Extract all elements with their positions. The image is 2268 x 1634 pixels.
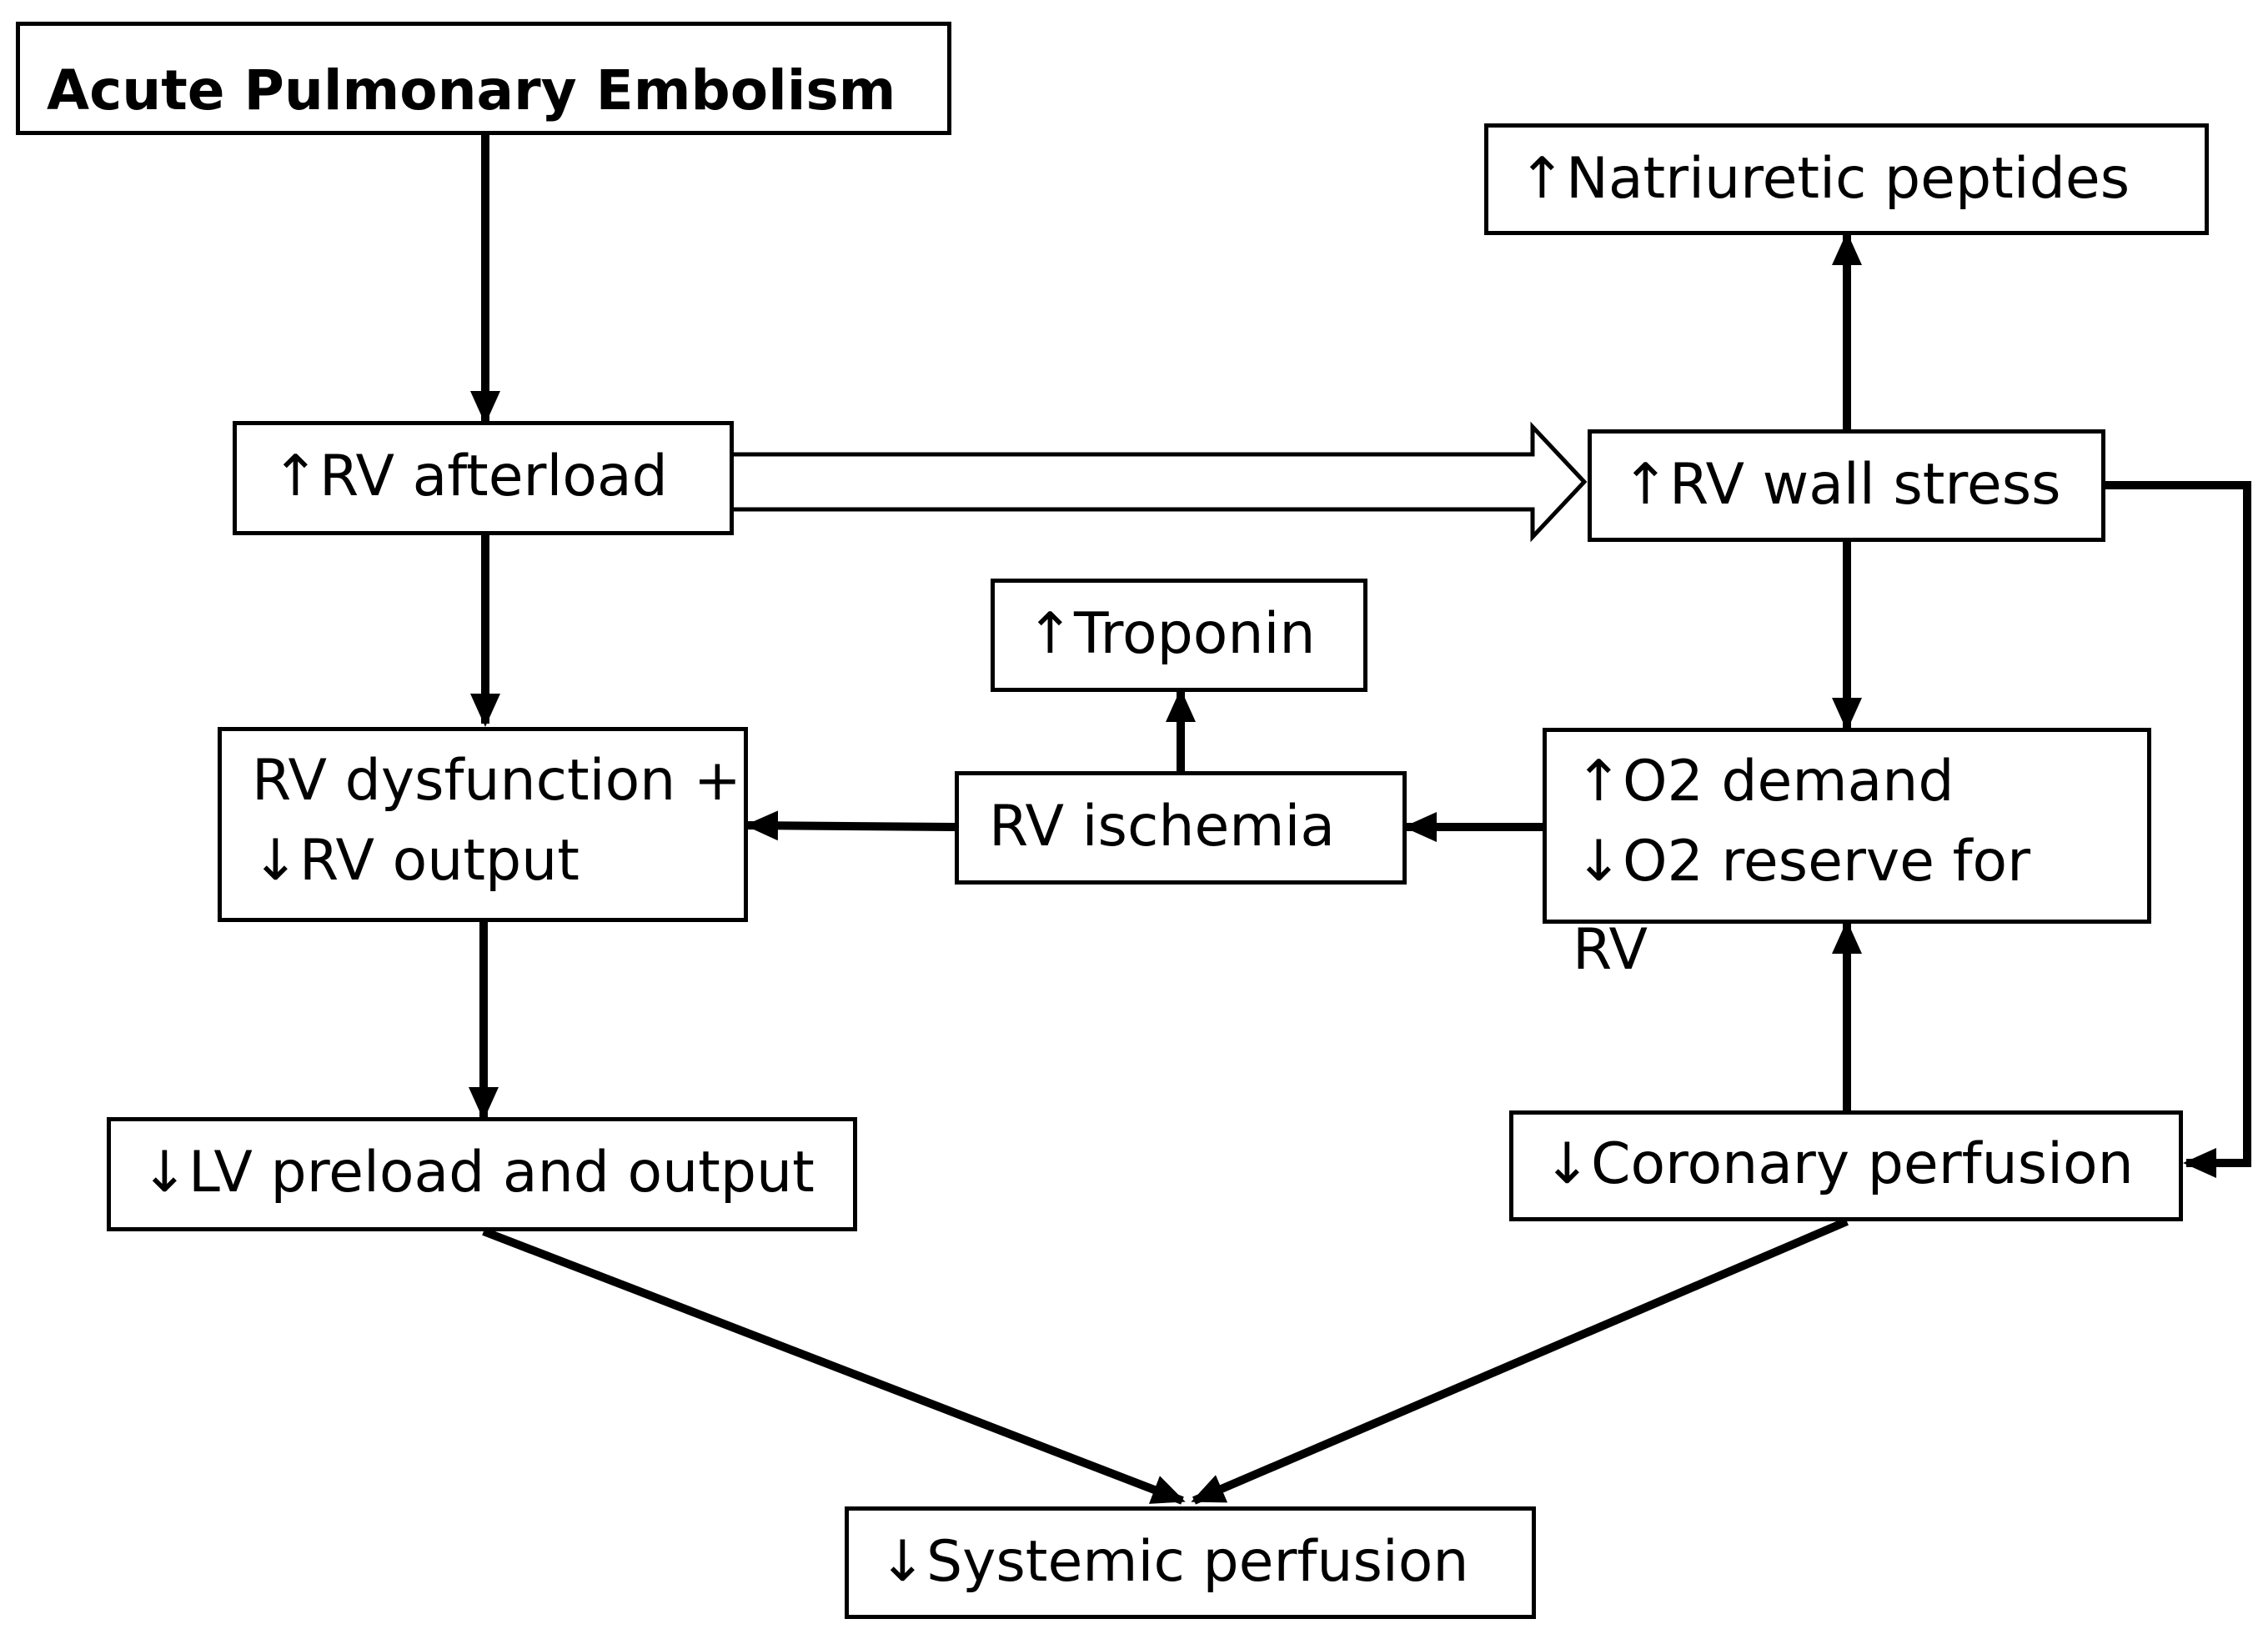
node-natriuretic-peptides-label: ↑Natriuretic peptides (1518, 146, 2130, 212)
node-o2-overflow-text: RV (1573, 917, 1648, 983)
node-acute-pulmonary-embolism: Acute Pulmonary Embolism (16, 22, 951, 135)
node-troponin-label: ↑Troponin (1026, 601, 1316, 667)
node-lv-preload-output: ↓LV preload and output (107, 1117, 857, 1231)
node-rv-ischemia-label: RV ischemia (989, 794, 1336, 860)
node-systemic-perfusion-label: ↓Systemic perfusion (879, 1529, 1469, 1595)
node-rv-wall-stress: ↑RV wall stress (1588, 429, 2105, 542)
node-rv-dysfunction: RV dysfunction + ↓RV output (218, 727, 748, 922)
node-o2-line2: ↓O2 reserve for (1575, 829, 2031, 895)
arrow-ischemia-to-dysfunction (745, 810, 956, 841)
node-rv-afterload: ↑RV afterload (233, 421, 734, 535)
node-rv-ischemia: RV ischemia (955, 771, 1407, 885)
node-coronary-perfusion: ↓Coronary perfusion (1509, 1110, 2183, 1221)
arrow-coronary-to-systemic (1191, 1217, 1849, 1505)
arrow-wall-stress-to-coronary (2105, 481, 2251, 1178)
node-systemic-perfusion: ↓Systemic perfusion (845, 1506, 1536, 1619)
node-acute-pulmonary-embolism-label: Acute Pulmonary Embolism (47, 58, 896, 123)
node-rv-afterload-label: ↑RV afterload (272, 444, 668, 509)
node-o2-line1: ↑O2 demand (1575, 749, 1954, 814)
node-o2-demand-reserve: ↑O2 demand ↓O2 reserve for (1543, 728, 2151, 924)
arrow-lv-preload-to-systemic (482, 1227, 1186, 1505)
node-lv-preload-output-label: ↓LV preload and output (141, 1140, 815, 1205)
node-troponin: ↑Troponin (991, 579, 1367, 692)
node-rv-dysfunction-line2: ↓RV output (252, 828, 580, 894)
hollow-arrow-afterload-to-wall-stress (734, 421, 1588, 543)
node-rv-wall-stress-label: ↑RV wall stress (1622, 452, 2061, 518)
node-rv-dysfunction-line1: RV dysfunction + (252, 748, 741, 814)
node-natriuretic-peptides: ↑Natriuretic peptides (1484, 123, 2209, 235)
node-coronary-perfusion-label: ↓Coronary perfusion (1543, 1131, 2134, 1197)
